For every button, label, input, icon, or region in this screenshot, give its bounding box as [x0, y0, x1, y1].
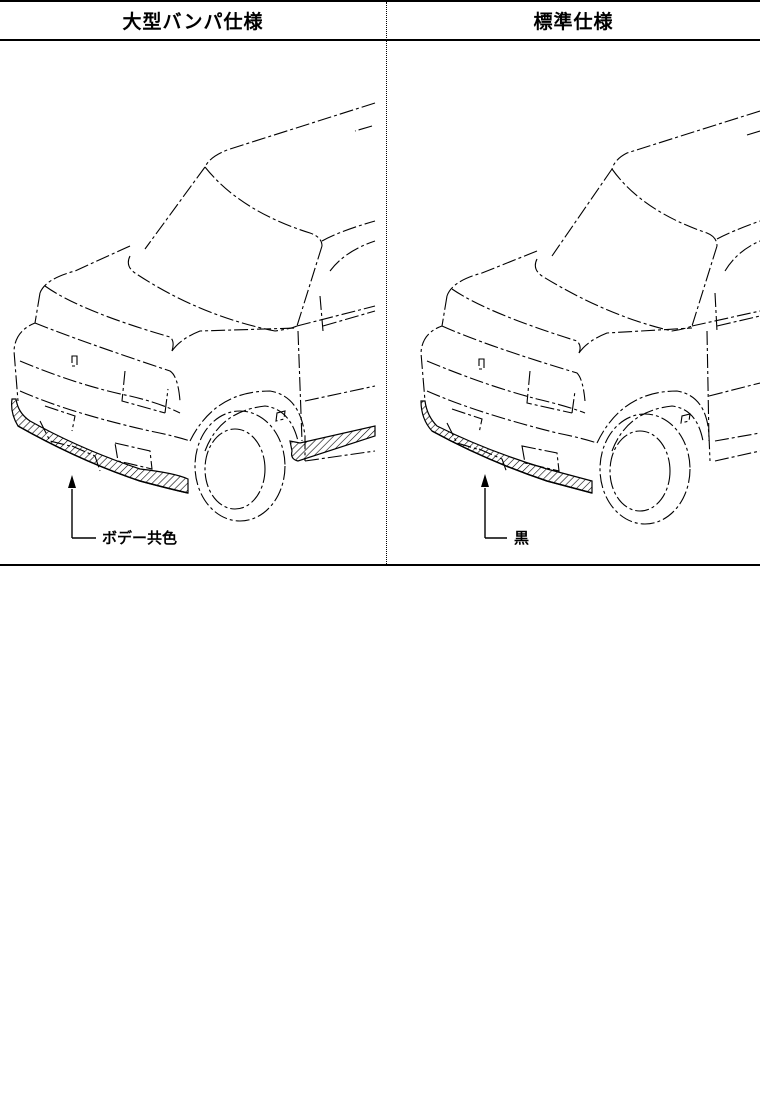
callout-label-body-color: ボデー共色 [102, 529, 178, 547]
column-title-standard: 標準仕様 [533, 11, 614, 33]
spec-comparison-table: 大型バンパ仕様 標準仕様 [0, 0, 760, 566]
callout-label-black: 黒 [514, 529, 530, 547]
illustration-panel-large-bumper: ボデー共色 [0, 41, 386, 566]
car-front-illustration [420, 110, 760, 539]
illustration-panel-standard: 黒 [387, 41, 760, 566]
column-title-large-bumper: 大型バンパ仕様 [122, 11, 264, 33]
car-front-illustration [11, 102, 376, 539]
callout-arrow-icon [481, 474, 507, 539]
column-divider [386, 2, 388, 566]
callout-arrow-icon [68, 475, 96, 539]
header-divider [0, 39, 760, 41]
